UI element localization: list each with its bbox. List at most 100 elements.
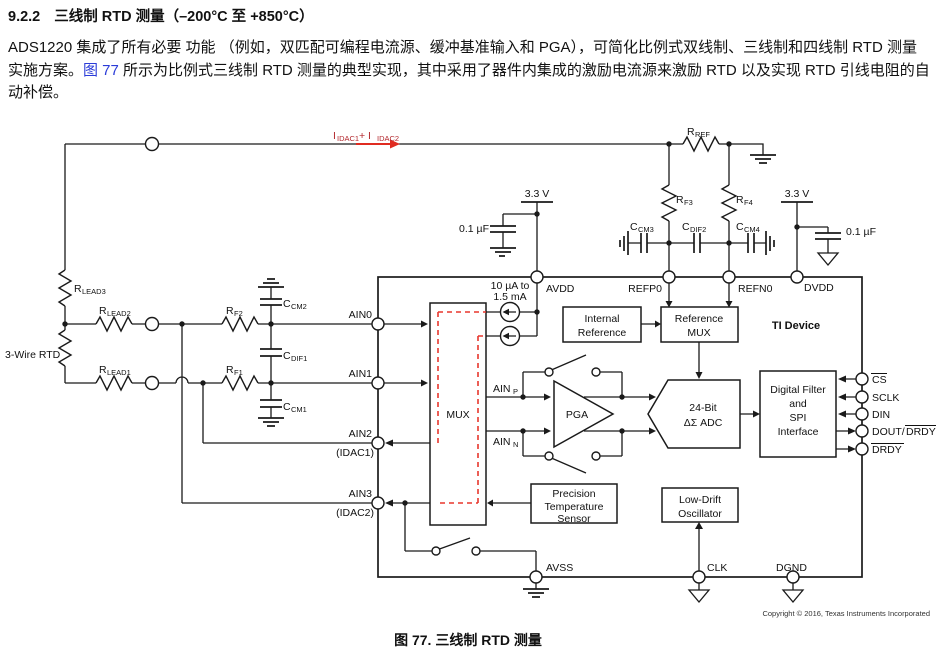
internal-reference-line1: Internal <box>584 313 619 325</box>
idac-current-label-plus: + I <box>359 130 371 142</box>
mux-block <box>429 302 487 526</box>
ainp-label-sub: P <box>513 387 518 396</box>
temp-sensor-line3: Sensor <box>557 513 591 525</box>
section-title: 三线制 RTD 测量（–200°C 至 +850°C） <box>54 9 314 25</box>
resistor-r-lead1 <box>95 374 133 392</box>
oscillator-block <box>661 487 739 523</box>
resistor-r-lead2 <box>95 315 133 333</box>
ainn-label-sub: N <box>513 440 518 449</box>
schematic-wires <box>64 143 856 590</box>
resistor-r-f3 <box>660 184 678 222</box>
pin-label-ain2: AIN2 <box>349 428 373 440</box>
resistor-r-f1 <box>221 374 259 392</box>
ic-pins <box>371 270 869 584</box>
ainn-label: AIN <box>493 436 511 448</box>
idac-range-line1: 10 µA to <box>491 280 530 292</box>
pin-label-din: DIN <box>872 409 890 421</box>
pin-label-dout: DOUT/ <box>872 426 905 438</box>
r-f4-label-sub: F4 <box>744 198 753 207</box>
figure-caption: 图 77. 三线制 RTD 测量 <box>394 632 542 648</box>
section-number: 9.2.2 <box>8 9 41 25</box>
signal-arrowheads <box>385 301 856 529</box>
digital-filter-line1: Digital Filter <box>770 384 826 396</box>
c-dif2-label: C <box>682 221 690 233</box>
avdd-supply-label: 3.3 V <box>525 188 550 200</box>
digital-filter-line4: Interface <box>778 426 819 438</box>
avdd-cap-label: 0.1 µF <box>459 223 489 235</box>
pga-label: PGA <box>566 409 588 421</box>
oscillator-line1: Low-Drift <box>679 494 721 506</box>
digital-filter-spi-block <box>759 370 837 458</box>
ti-device-label: TI Device <box>772 320 820 332</box>
pin-label-ain0: AIN0 <box>349 309 373 321</box>
digital-filter-line2: and <box>789 398 807 410</box>
pin-label-ain3: AIN3 <box>349 488 373 500</box>
c-dif1-label-sub: DIF1 <box>291 354 307 363</box>
internal-reference-block <box>562 306 642 343</box>
pin-label-idac1: (IDAC1) <box>336 447 374 459</box>
adc-block <box>647 379 741 449</box>
capacitor-and-ground-plates <box>258 154 841 598</box>
c-cm2-label: C <box>283 298 291 310</box>
r-lead3-label: R <box>74 283 82 295</box>
c-cm3-label-sub: CM3 <box>638 225 654 234</box>
r-f4-label: R <box>736 194 744 206</box>
junction-dots <box>62 141 800 506</box>
copyright-notice: Copyright © 2016, Texas Instruments Inco… <box>762 609 930 618</box>
r-f3-label-sub: F3 <box>684 198 693 207</box>
resistor-r-lead3 <box>57 269 73 307</box>
idac-current-label-sub2: IDAC2 <box>377 134 399 143</box>
idac-range-line2: 1.5 mA <box>493 291 526 303</box>
r-f2-label: R <box>226 305 234 317</box>
pin-label-refn0: REFN0 <box>738 283 773 295</box>
r-lead1-label: R <box>99 364 107 376</box>
dgnd-ground-triangle <box>781 589 805 604</box>
current-source-1-arrowhead <box>502 308 509 316</box>
pin-label-ain1: AIN1 <box>349 368 373 380</box>
r-ref-label-sub: REF <box>695 130 710 139</box>
idac-current-label-sub1: IDAC1 <box>337 134 359 143</box>
reference-mux-line1: Reference <box>675 313 724 325</box>
paragraph-text: ADS1220 集成了所有必要 功能 （例如，双匹配可编程电流源、缓冲基准输入和… <box>8 39 917 79</box>
connector-terminals <box>144 136 160 391</box>
pin-label-idac2: (IDAC2) <box>336 507 374 519</box>
c-cm2-label-sub: CM2 <box>291 302 307 311</box>
body-paragraph: ADS1220 集成了所有必要 功能 （例如，双匹配可编程电流源、缓冲基准输入和… <box>8 37 930 105</box>
c-cm3-label: C <box>630 221 638 233</box>
ainp-label: AIN <box>493 383 511 395</box>
r-lead1-label-sub: LEAD1 <box>107 368 131 377</box>
c-cm1-label-sub: CM1 <box>291 405 307 414</box>
current-source-arrows <box>509 311 516 337</box>
reference-mux-line2: MUX <box>687 327 710 339</box>
c-cm4-label-sub: CM4 <box>744 225 760 234</box>
pin-label-sclk: SCLK <box>872 392 899 404</box>
r-f2-label-sub: F2 <box>234 309 243 318</box>
rtd-label: 3-Wire RTD <box>5 349 61 361</box>
c-dif2-label-sub: DIF2 <box>690 225 706 234</box>
r-f1-label: R <box>226 364 234 376</box>
oscillator-line2: Oscillator <box>678 508 722 520</box>
section-heading: 9.2.2 三线制 RTD 测量（–200°C 至 +850°C） <box>8 5 328 26</box>
idac-routing-dashed <box>437 311 486 504</box>
temp-sensor-line2: Temperature <box>545 501 604 513</box>
paragraph-text-after: 所示为比例式三线制 RTD 测量的典型实现，其中采用了器件内集成的激励电流源来激… <box>8 61 930 102</box>
switch-contacts <box>431 367 601 556</box>
dvdd-supply-label: 3.3 V <box>785 188 810 200</box>
internal-reference-line2: Reference <box>578 327 627 339</box>
pin-label-dvdd: DVDD <box>804 282 834 294</box>
r-lead2-label: R <box>99 305 107 317</box>
c-cm1-label: C <box>283 401 291 413</box>
reference-mux-block <box>660 306 739 343</box>
current-source-2-arrowhead <box>502 332 509 340</box>
pin-label-refp0: REFP0 <box>628 283 662 295</box>
pin-label-drdy: DRDY <box>872 444 902 456</box>
adc-label-line2: ΔΣ ADC <box>684 417 723 429</box>
digital-filter-line3: SPI <box>790 412 807 424</box>
r-f3-label: R <box>676 194 684 206</box>
temp-sensor-block <box>530 483 618 524</box>
c-cm4-label: C <box>736 221 744 233</box>
figure-77-link[interactable]: 图 77 <box>83 61 119 79</box>
r-lead3-label-sub: LEAD3 <box>82 287 106 296</box>
pin-label-avdd: AVDD <box>546 283 575 295</box>
